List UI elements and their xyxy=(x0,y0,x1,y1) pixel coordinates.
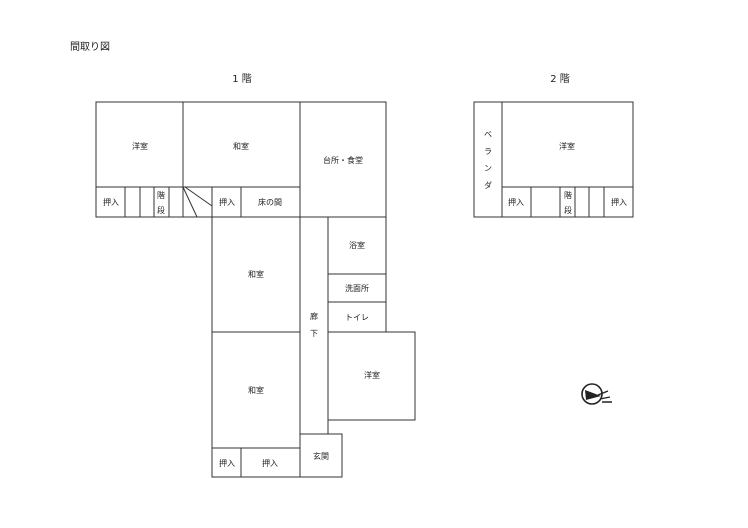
compass-north-icon xyxy=(581,383,612,405)
label-stairs: 段 xyxy=(157,205,165,215)
room-entrance xyxy=(299,433,343,478)
floor2-plan: ベ ラ ン ダ 洋室 押入 階 段 押入 xyxy=(473,101,634,218)
label-oshiire: 押入 xyxy=(262,458,278,468)
label-oshiire: 押入 xyxy=(219,197,235,207)
stairs-line xyxy=(182,186,198,218)
label-oshiire: 押入 xyxy=(508,197,524,207)
label-veranda: ラ xyxy=(484,147,492,156)
label-oshiire: 押入 xyxy=(611,197,627,207)
label-youshitsu-nw: 洋室 xyxy=(132,141,148,151)
label-stairs: 段 xyxy=(564,205,572,215)
label-washroom: 洗面所 xyxy=(345,283,369,293)
room-youshitsu-e xyxy=(327,331,416,421)
label-veranda: ベ xyxy=(484,130,492,139)
floor1-heading: 1 階 xyxy=(232,73,252,85)
label-stairs: 階 xyxy=(564,190,572,200)
room-youshitsu-2f xyxy=(501,101,634,218)
label-kitchen: 台所・食堂 xyxy=(323,155,363,165)
label-youshitsu-2f: 洋室 xyxy=(559,141,575,151)
label-toilet: トイレ xyxy=(345,313,369,322)
room-corridor xyxy=(299,216,329,435)
label-washitsu-n: 和室 xyxy=(233,141,249,151)
label-veranda: ダ xyxy=(484,180,492,190)
page-title: 間取り図 xyxy=(70,41,110,53)
label-oshiire: 押入 xyxy=(219,458,235,468)
label-washitsu-s: 和室 xyxy=(248,385,264,395)
label-entrance: 玄関 xyxy=(313,451,329,461)
label-youshitsu-e: 洋室 xyxy=(364,370,380,380)
label-tokonoma: 床の間 xyxy=(258,197,282,207)
floor2-heading: 2 階 xyxy=(550,73,570,85)
label-corridor: 下 xyxy=(310,329,318,338)
label-corridor: 廊 xyxy=(310,311,318,321)
label-oshiire: 押入 xyxy=(103,197,119,207)
room-washitsu-s xyxy=(211,331,301,478)
label-veranda: ン xyxy=(484,164,492,173)
floor1-plan: 洋室 和室 台所・食堂 押入 階 段 押入 床の間 和室 浴室 洗面所 トイレ … xyxy=(95,101,416,478)
room-veranda xyxy=(473,101,503,218)
label-stairs: 階 xyxy=(157,190,165,200)
label-washitsu-mid: 和室 xyxy=(248,269,264,279)
label-bath: 浴室 xyxy=(349,240,365,250)
stairs-line xyxy=(184,186,213,207)
